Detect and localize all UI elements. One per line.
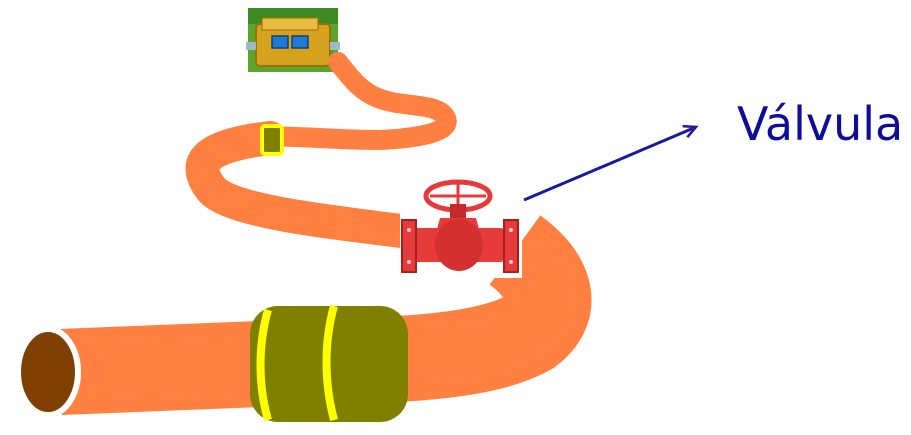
pipe-middle (185, 121, 427, 249)
small-coupling (260, 124, 284, 156)
meter-box-icon (246, 8, 340, 72)
pipe-opening (15, 326, 81, 418)
valve-label: Válvula (737, 97, 904, 151)
gate-valve-icon (400, 178, 522, 278)
large-coupling (250, 304, 408, 422)
pipe-thin (230, 52, 457, 151)
arrow-right-icon (523, 127, 696, 202)
